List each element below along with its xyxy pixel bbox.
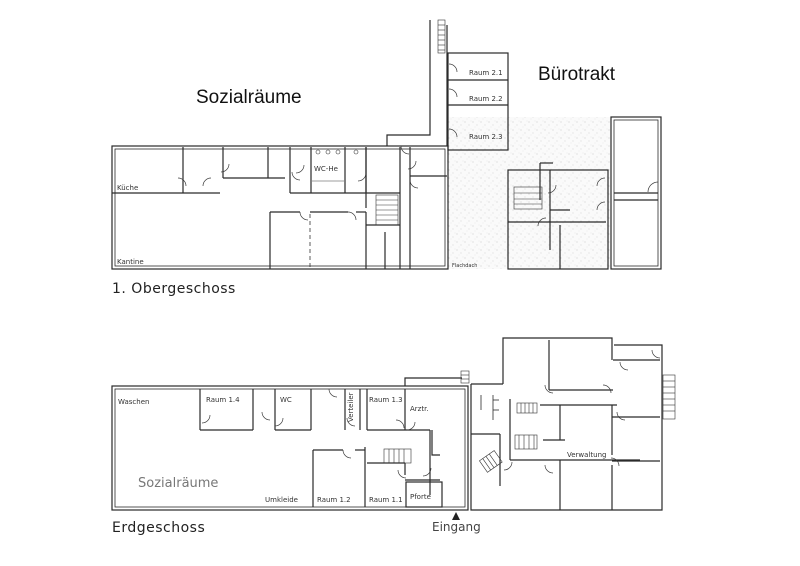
stair-ground-left bbox=[383, 448, 412, 464]
ground-floor-title: Erdgeschoss bbox=[112, 520, 206, 536]
stair-upper bbox=[375, 194, 399, 226]
upper-floor-title: 1. Obergeschoss bbox=[112, 281, 236, 297]
room-administration-label: Verwaltung bbox=[567, 451, 607, 459]
upper-social-title: Sozialräume bbox=[196, 87, 302, 108]
ladder-upper bbox=[437, 19, 446, 54]
room-2-3-label: Raum 2.3 bbox=[469, 133, 503, 141]
entrance-marker-icon bbox=[452, 512, 460, 520]
room-1-3-label: Raum 1.3 bbox=[369, 396, 403, 404]
room-2-2-label: Raum 2.2 bbox=[469, 95, 503, 103]
room-washing-label: Waschen bbox=[118, 398, 150, 406]
rooms-2x-block bbox=[447, 52, 509, 151]
ground-floor-plan bbox=[111, 337, 676, 520]
room-changing-label: Umkleide bbox=[265, 496, 298, 504]
office-block-upper bbox=[507, 116, 662, 270]
room-gate-label: Pforte bbox=[410, 493, 431, 501]
room-wc-men-label: WC-He bbox=[314, 165, 338, 173]
room-doctor-label: Arztr. bbox=[410, 405, 429, 413]
upper-office-title: Bürotrakt bbox=[538, 64, 616, 85]
room-1-2-label: Raum 1.2 bbox=[317, 496, 351, 504]
ground-social-label: Sozialräume bbox=[138, 476, 219, 491]
room-1-4-label: Raum 1.4 bbox=[206, 396, 240, 404]
entrance-label: Eingang bbox=[432, 520, 481, 534]
room-2-1-label: Raum 2.1 bbox=[469, 69, 503, 77]
ladder-ground bbox=[460, 370, 470, 384]
room-kitchen-label: Küche bbox=[117, 184, 139, 192]
administration-block bbox=[470, 337, 676, 511]
social-wing-outline bbox=[111, 145, 449, 270]
room-canteen-label: Kantine bbox=[117, 258, 144, 266]
room-wc-label: WC bbox=[280, 396, 292, 404]
upper-floor-plan bbox=[111, 19, 662, 270]
social-wing-ground-outline bbox=[111, 385, 469, 511]
room-1-1-label: Raum 1.1 bbox=[369, 496, 403, 504]
flat-roof-label: Flachdach bbox=[452, 263, 478, 269]
room-distributor-label: Verteiler bbox=[347, 392, 355, 422]
